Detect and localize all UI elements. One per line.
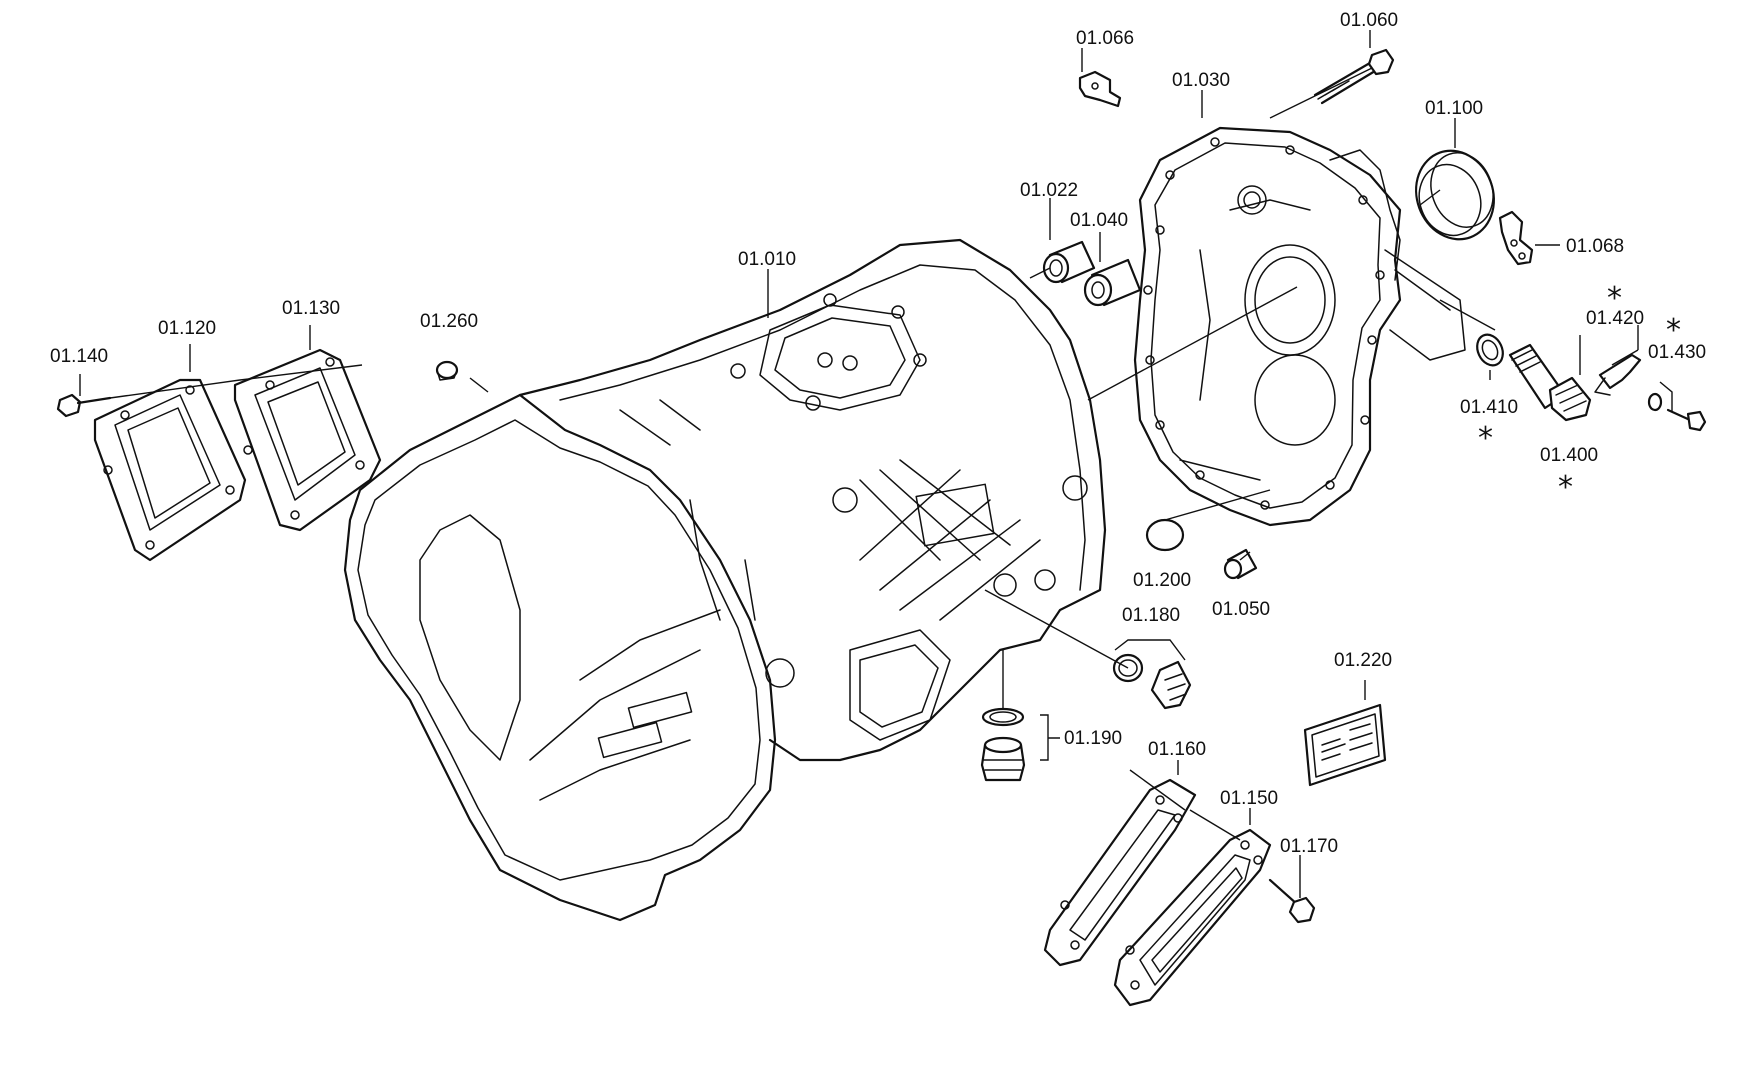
bushing-01022 [1042,240,1096,284]
clamp-01420 [1594,353,1642,396]
plug-disc-01200 [1145,518,1185,552]
label-01220: 01.220 [1334,650,1392,671]
plug-seal-01190 [980,707,1026,782]
label-01260: 01.260 [420,311,478,332]
bracket-01066 [1078,70,1122,108]
main-housing-01010 [343,238,1107,922]
sensor-01400 [1508,343,1592,422]
bushing-01040 [1083,258,1142,307]
label-01160: 01.160 [1148,739,1206,760]
label-01120: 01.120 [158,318,216,339]
asterisk-marker-01410: * [1478,421,1493,456]
bolt-01060 [1313,48,1395,105]
asterisk-marker-01430: * [1666,313,1681,348]
cover-01150 [1113,828,1272,1007]
label-01190: 01.190 [1064,728,1122,749]
label-01060: 01.060 [1340,10,1398,31]
label-01170: 01.170 [1280,836,1338,857]
bolt-01170 [1268,878,1316,924]
asterisk-marker-01420: * [1607,281,1622,316]
label-01040: 01.040 [1070,210,1128,231]
seal-ring-01100 [1415,149,1495,241]
label-01050: 01.050 [1212,599,1270,620]
asterisk-marker-01400: * [1558,470,1573,505]
label-01100: 01.100 [1425,98,1483,119]
cover-plate-01120 [93,378,247,562]
id-plate-01220 [1303,703,1387,787]
label-01200: 01.200 [1133,570,1191,591]
label-01022: 01.022 [1020,180,1078,201]
label-01420: 01.420 [1586,308,1644,329]
label-01410: 01.410 [1460,397,1518,418]
plug-seal-01180 [1112,653,1192,710]
label-01150: 01.150 [1220,788,1278,809]
rear-housing-01030 [1133,126,1466,527]
plug-01260 [435,360,459,381]
leader-lines [79,30,1673,898]
label-01400: 01.400 [1540,445,1598,466]
label-01068: 01.068 [1566,236,1624,257]
bolt-01140 [56,393,112,418]
label-01430: 01.430 [1648,342,1706,363]
label-01140: 01.140 [50,346,108,367]
label-01130: 01.130 [282,298,340,319]
clip-01068 [1498,210,1534,266]
pin-01050 [1223,548,1258,580]
label-01010: 01.010 [738,249,796,270]
label-01180: 01.180 [1122,605,1180,626]
bolt-washer-01430 [1647,392,1707,432]
gasket-01160 [1043,778,1197,967]
label-01066: 01.066 [1076,28,1134,49]
o-ring-01410 [1476,333,1504,367]
gasket-01130 [233,348,382,532]
label-01030: 01.030 [1172,70,1230,91]
